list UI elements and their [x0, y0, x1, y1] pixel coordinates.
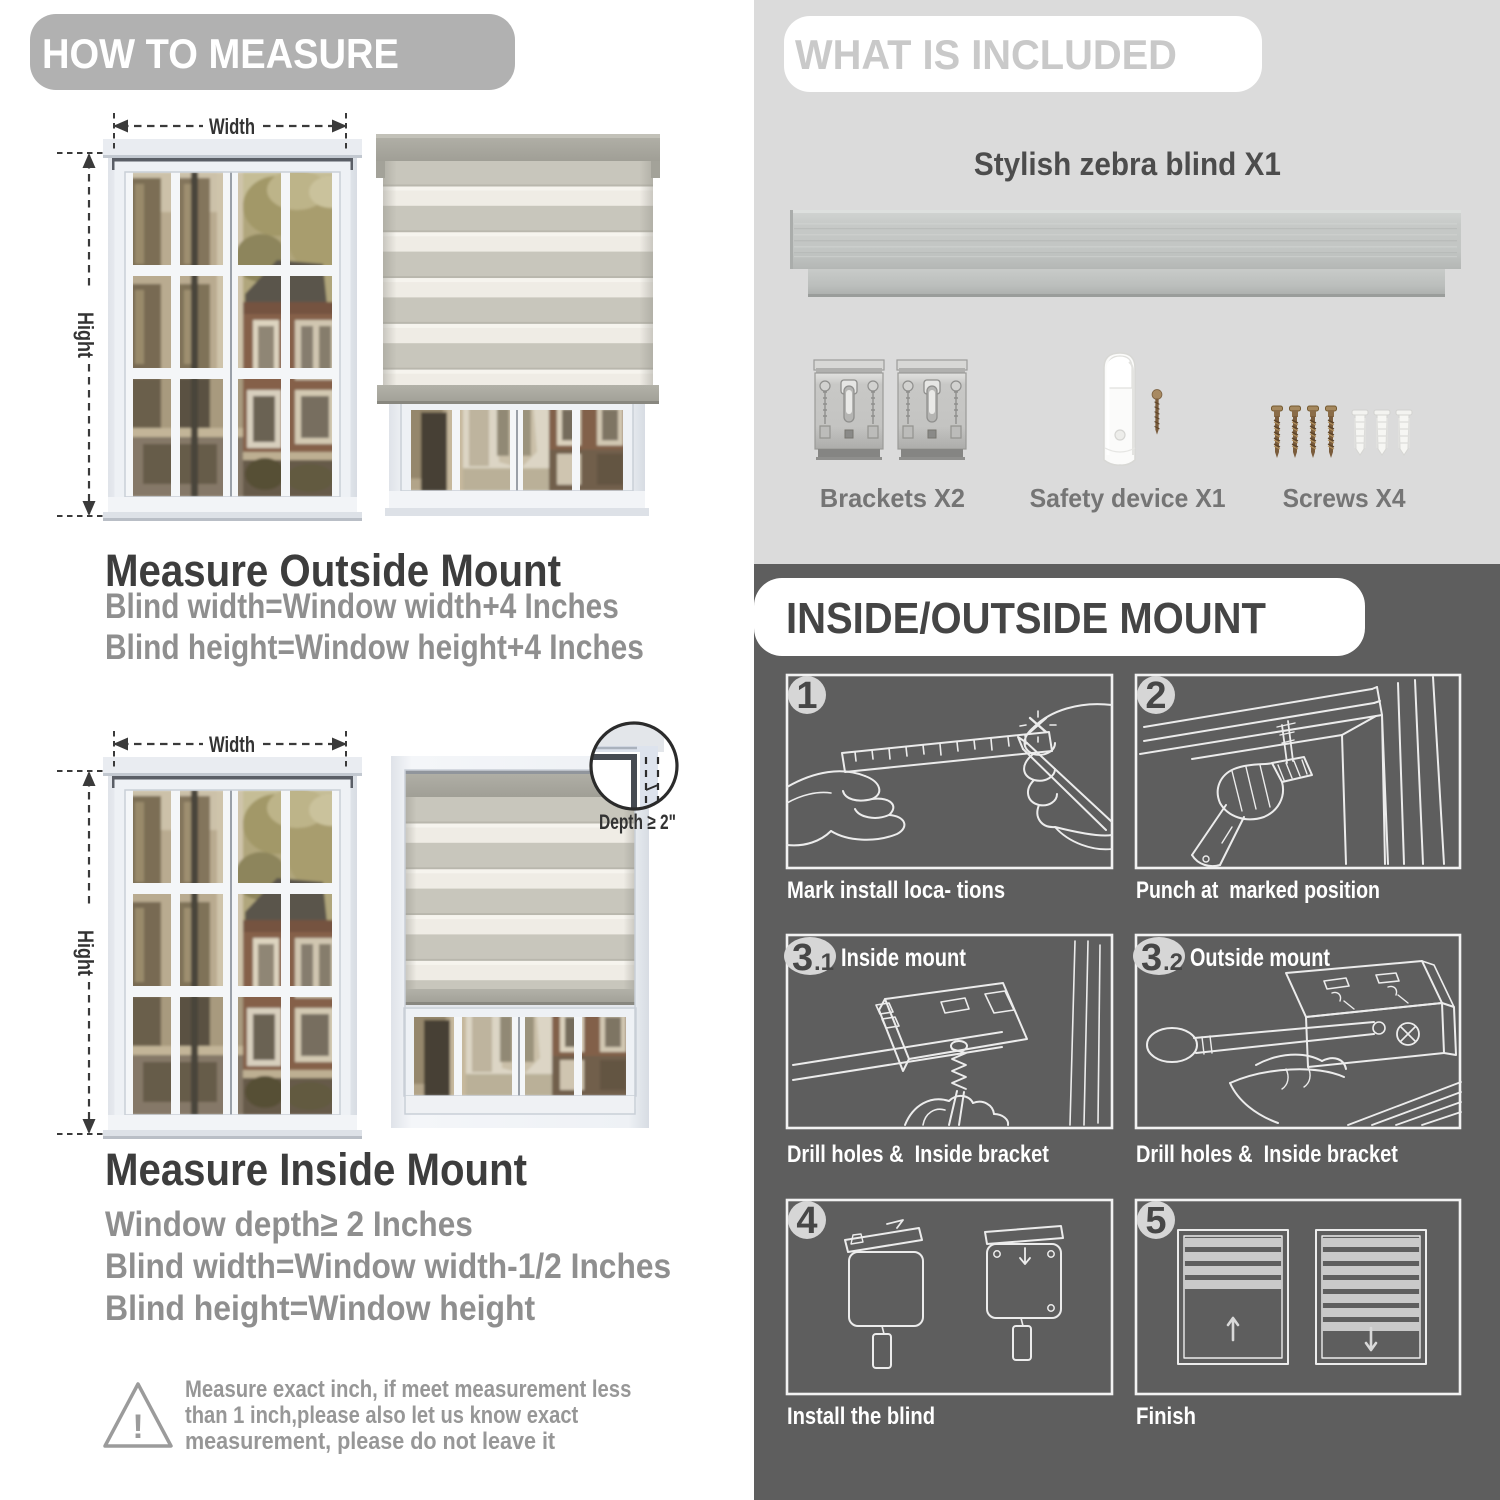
svg-text:4: 4	[796, 1200, 817, 1242]
svg-text:Width: Width	[209, 732, 255, 757]
svg-text:Hight: Hight	[73, 312, 98, 359]
svg-text:1: 1	[796, 675, 817, 717]
svg-text:.2: .2	[1163, 949, 1183, 976]
svg-text:3: 3	[792, 937, 813, 979]
svg-text:Hight: Hight	[73, 930, 98, 977]
svg-text:Depth ≥ 2": Depth ≥ 2"	[599, 811, 676, 834]
svg-text:2: 2	[1145, 675, 1166, 717]
svg-text:3: 3	[1141, 937, 1162, 979]
svg-text:5: 5	[1145, 1200, 1166, 1242]
svg-text:Inside mount: Inside mount	[841, 944, 967, 972]
svg-text:!: !	[132, 1408, 143, 1446]
svg-text:Width: Width	[209, 114, 255, 139]
svg-text:Outside mount: Outside mount	[1190, 944, 1331, 972]
svg-text:.1: .1	[814, 949, 834, 976]
